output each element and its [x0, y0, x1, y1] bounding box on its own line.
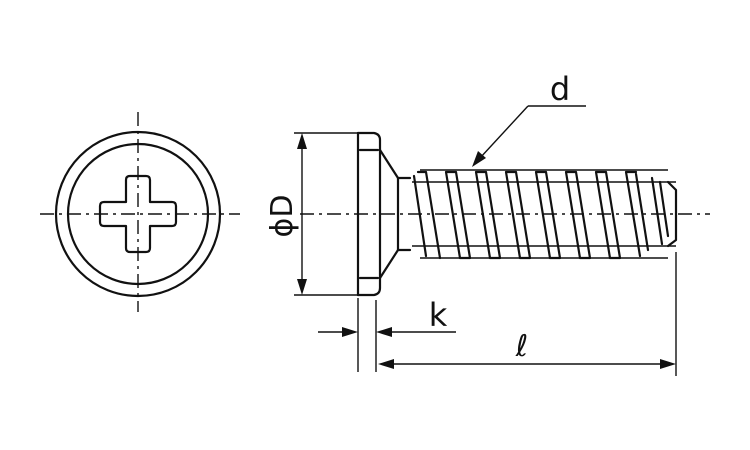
head-chamfer-lines: [358, 148, 380, 280]
thread-crests: [412, 170, 678, 260]
screw-head-profile: [356, 131, 382, 297]
head-diameter-label: ϕD: [265, 195, 300, 238]
thread-diameter-label: d: [550, 70, 570, 108]
shank: [396, 176, 412, 252]
head-height-label: k: [429, 296, 448, 334]
head-end-view: [40, 112, 240, 312]
dimension-head-diameter: ϕD: [265, 132, 358, 296]
dimension-length: ℓ: [378, 252, 677, 376]
dimension-thread-diameter: d: [472, 70, 586, 167]
screw-side-view: [300, 131, 710, 297]
phillips-cross-recess: [98, 174, 178, 254]
length-label: ℓ: [515, 329, 528, 364]
underhead-cone: [378, 148, 400, 280]
dimension-head-height: k: [318, 296, 456, 372]
